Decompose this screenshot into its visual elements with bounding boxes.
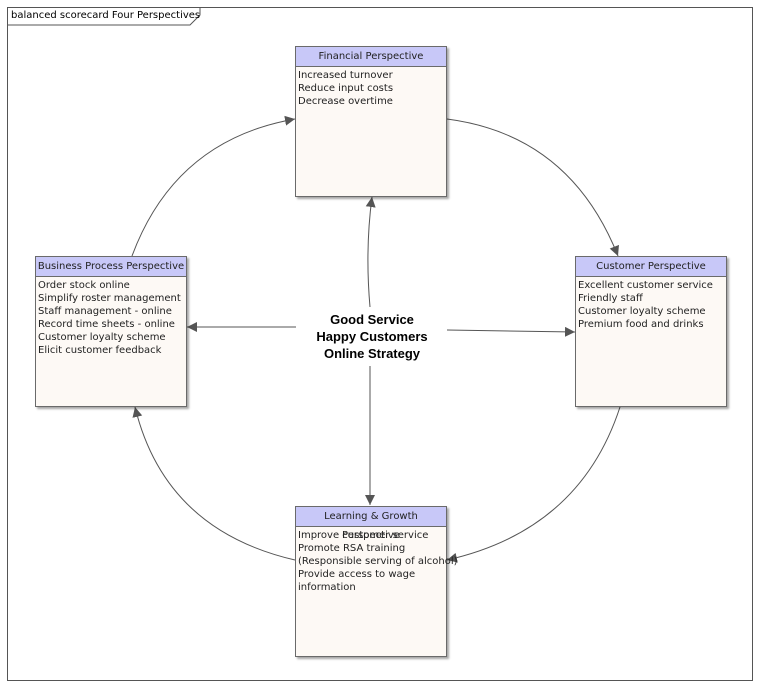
financial-item: Reduce input costs bbox=[298, 83, 394, 94]
customer-item: Customer loyalty scheme bbox=[578, 306, 706, 317]
financial-item: Decrease overtime bbox=[298, 96, 393, 107]
center-goal-line: Good Service bbox=[330, 312, 414, 327]
customer-item: Friendly staff bbox=[578, 293, 643, 304]
customer-perspective-items: Excellent customer service Friendly staf… bbox=[576, 277, 726, 333]
business-process-perspective-items: Order stock online Simplify roster manag… bbox=[36, 277, 186, 359]
connector-learning-business bbox=[132, 406, 306, 568]
customer-item: Premium food and drinks bbox=[578, 319, 704, 330]
connector-customer-learning bbox=[446, 395, 628, 563]
customer-perspective-box[interactable]: Customer Perspective Excellent customer … bbox=[575, 256, 727, 407]
center-goals[interactable]: Good Service Happy Customers Online Stra… bbox=[296, 311, 448, 362]
diagram-title: balanced scorecard Four Perspectives bbox=[11, 10, 201, 21]
business-item: Staff management - online bbox=[38, 306, 172, 317]
learning-growth-perspective-title: Learning & Growth Perspective bbox=[296, 507, 446, 541]
learning-item: (Responsible serving of alcohol) bbox=[298, 556, 458, 567]
financial-perspective-box[interactable]: Financial Perspective Increased turnover… bbox=[295, 46, 447, 197]
financial-item: Increased turnover bbox=[298, 70, 393, 81]
diagram-frame bbox=[7, 7, 753, 681]
center-goal-line: Happy Customers bbox=[316, 329, 428, 344]
customer-item: Excellent customer service bbox=[578, 280, 713, 291]
learning-item: Promote RSA training bbox=[298, 543, 406, 554]
learning-growth-perspective-items: Improve customer service Promote RSA tra… bbox=[296, 527, 458, 596]
business-item: Record time sheets - online bbox=[38, 319, 175, 330]
business-item: Order stock online bbox=[38, 280, 130, 291]
business-process-perspective-box[interactable]: Business Process Perspective Order stock… bbox=[35, 256, 187, 407]
learning-item: Provide access to wage bbox=[298, 569, 416, 580]
frame-tab-outline bbox=[7, 7, 201, 26]
center-goal-line: Online Strategy bbox=[323, 346, 421, 361]
business-item: Customer loyalty scheme bbox=[38, 332, 166, 343]
learning-item: information bbox=[298, 582, 356, 593]
connector-center-financial bbox=[365, 196, 376, 308]
business-process-perspective-title: Business Process Perspective bbox=[36, 257, 186, 277]
financial-perspective-items: Increased turnover Reduce input costs De… bbox=[296, 67, 446, 110]
financial-perspective-title: Financial Perspective bbox=[296, 47, 446, 67]
learning-growth-perspective-box[interactable]: Learning & Growth Perspective Improve cu… bbox=[295, 506, 458, 657]
connector-business-financial bbox=[123, 115, 296, 268]
learning-item: Improve customer service bbox=[298, 530, 429, 541]
customer-perspective-title: Customer Perspective bbox=[576, 257, 726, 277]
connector-financial-customer bbox=[436, 112, 619, 257]
connector-center-customer bbox=[446, 326, 576, 337]
business-item: Elicit customer feedback bbox=[38, 345, 162, 356]
business-item: Simplify roster management bbox=[38, 293, 181, 304]
